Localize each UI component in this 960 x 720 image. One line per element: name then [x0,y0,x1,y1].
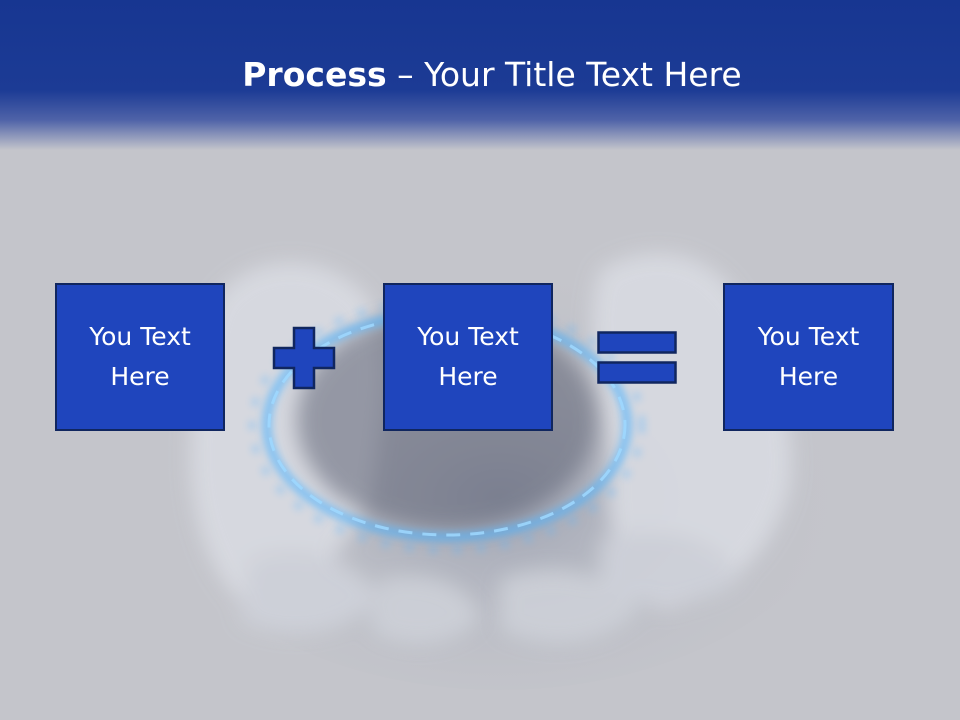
text-box-3-label: You Text Here [757,322,860,391]
text-box-1-label: You Text Here [89,322,191,391]
text-box-2[interactable]: You Text Here [383,283,553,431]
plus-icon [272,326,336,390]
title-rest: – Your Title Text Here [386,55,742,94]
equals-icon [597,331,677,384]
slide-title: Process – Your Title Text Here [0,52,960,98]
text-box-2-label: You Text Here [417,322,519,391]
title-bar: Process – Your Title Text Here [0,0,960,150]
title-bold: Process [242,55,387,94]
text-box-1[interactable]: You Text Here [55,283,225,431]
text-box-3[interactable]: You Text Here [723,283,894,431]
